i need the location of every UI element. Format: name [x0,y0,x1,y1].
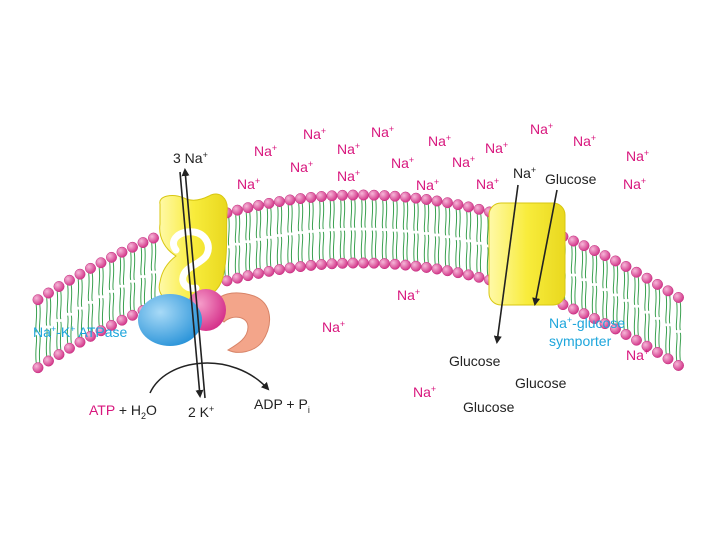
na-ion: Na+ [413,384,436,400]
na-ion: Na+ [337,141,360,157]
symporter-name-label-line2: symporter [549,333,612,349]
transport-arrows [149,168,558,399]
sodium-ions: Na+ Na+ Na+ Na+ Na+ Na+ Na+ Na+ Na+ Na+ … [237,121,649,400]
na-ion: Na+ [397,287,420,303]
symporter-na-label: Na+ [513,165,536,181]
glucose-inside: Glucose [515,375,567,391]
na-ion: Na+ [371,124,394,140]
na-ion: Na+ [485,140,508,156]
symporter-glucose-label: Glucose [545,171,597,187]
na-ion: Na+ [626,347,649,363]
symporter-protein [488,202,566,306]
lipid-heads [32,189,684,374]
na-ion: Na+ [237,176,260,192]
na-ion: Na+ [623,176,646,192]
na-ion: Na+ [290,159,313,175]
na-ion: Na+ [416,177,439,193]
na-ion: Na+ [428,133,451,149]
glucose-inside: Glucose [449,353,501,369]
pump-k-in-label: 2 K+ [188,404,214,420]
arrow-na-symport [493,184,519,344]
na-ion: Na+ [452,154,475,170]
na-ion: Na+ [626,148,649,164]
lipid-tails [35,199,682,363]
arrow-na-out [181,168,206,399]
symporter-name-label: Na+-glucose [549,315,625,331]
na-ion: Na+ [337,168,360,184]
arrow-atp-to-adp [149,362,270,394]
na-ion: Na+ [254,143,277,159]
na-ion: Na+ [530,121,553,137]
glucose-inside: Glucose [463,399,515,415]
na-ion: Na+ [303,126,326,142]
na-ion: Na+ [322,319,345,335]
na-ion: Na+ [476,176,499,192]
adp-pi-label: ADP + Pi [254,396,310,415]
na-ion: Na+ [573,133,596,149]
atp-h2o-label: ATP + H2O [89,402,157,421]
pump-na-out-label: 3 Na+ [173,150,208,166]
arrow-k-in [179,171,204,398]
arrow-glucose-symport [532,189,558,306]
pump-name-label: Na+-K+ ATPase [33,324,128,340]
na-ion: Na+ [391,155,414,171]
